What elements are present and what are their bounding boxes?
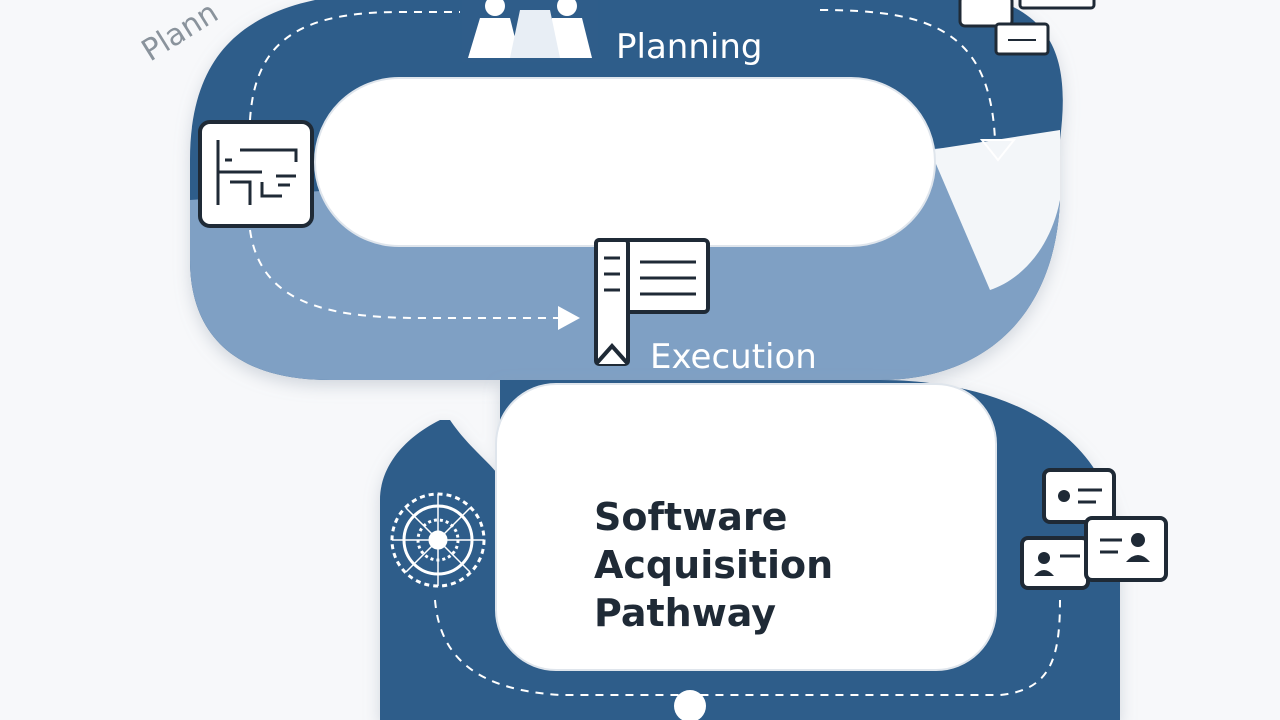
document-icon bbox=[594, 238, 710, 366]
endpoint-marker bbox=[674, 690, 706, 720]
center-title-line-2: Acquisition bbox=[594, 543, 833, 587]
team-icon bbox=[462, 0, 598, 62]
dashed-guides bbox=[249, 9, 1061, 696]
corner-label: Plann bbox=[136, 0, 225, 69]
center-title-line-3: Pathway bbox=[594, 591, 776, 635]
stage-label-execution: Execution bbox=[650, 337, 817, 377]
arrow-right-icon bbox=[558, 306, 580, 330]
center-title-line-1: Software bbox=[594, 495, 787, 539]
arrow-down-icon bbox=[979, 139, 1017, 162]
stage-label-planning: Planning bbox=[616, 27, 762, 67]
gear-network-icon bbox=[390, 492, 486, 588]
chat-windows-icon bbox=[958, 0, 1096, 56]
upper-loop-hole bbox=[314, 77, 936, 247]
blueprint-icon bbox=[198, 120, 314, 228]
chat-bubbles-icon bbox=[1020, 468, 1168, 590]
lower-loop-panel bbox=[495, 383, 997, 671]
